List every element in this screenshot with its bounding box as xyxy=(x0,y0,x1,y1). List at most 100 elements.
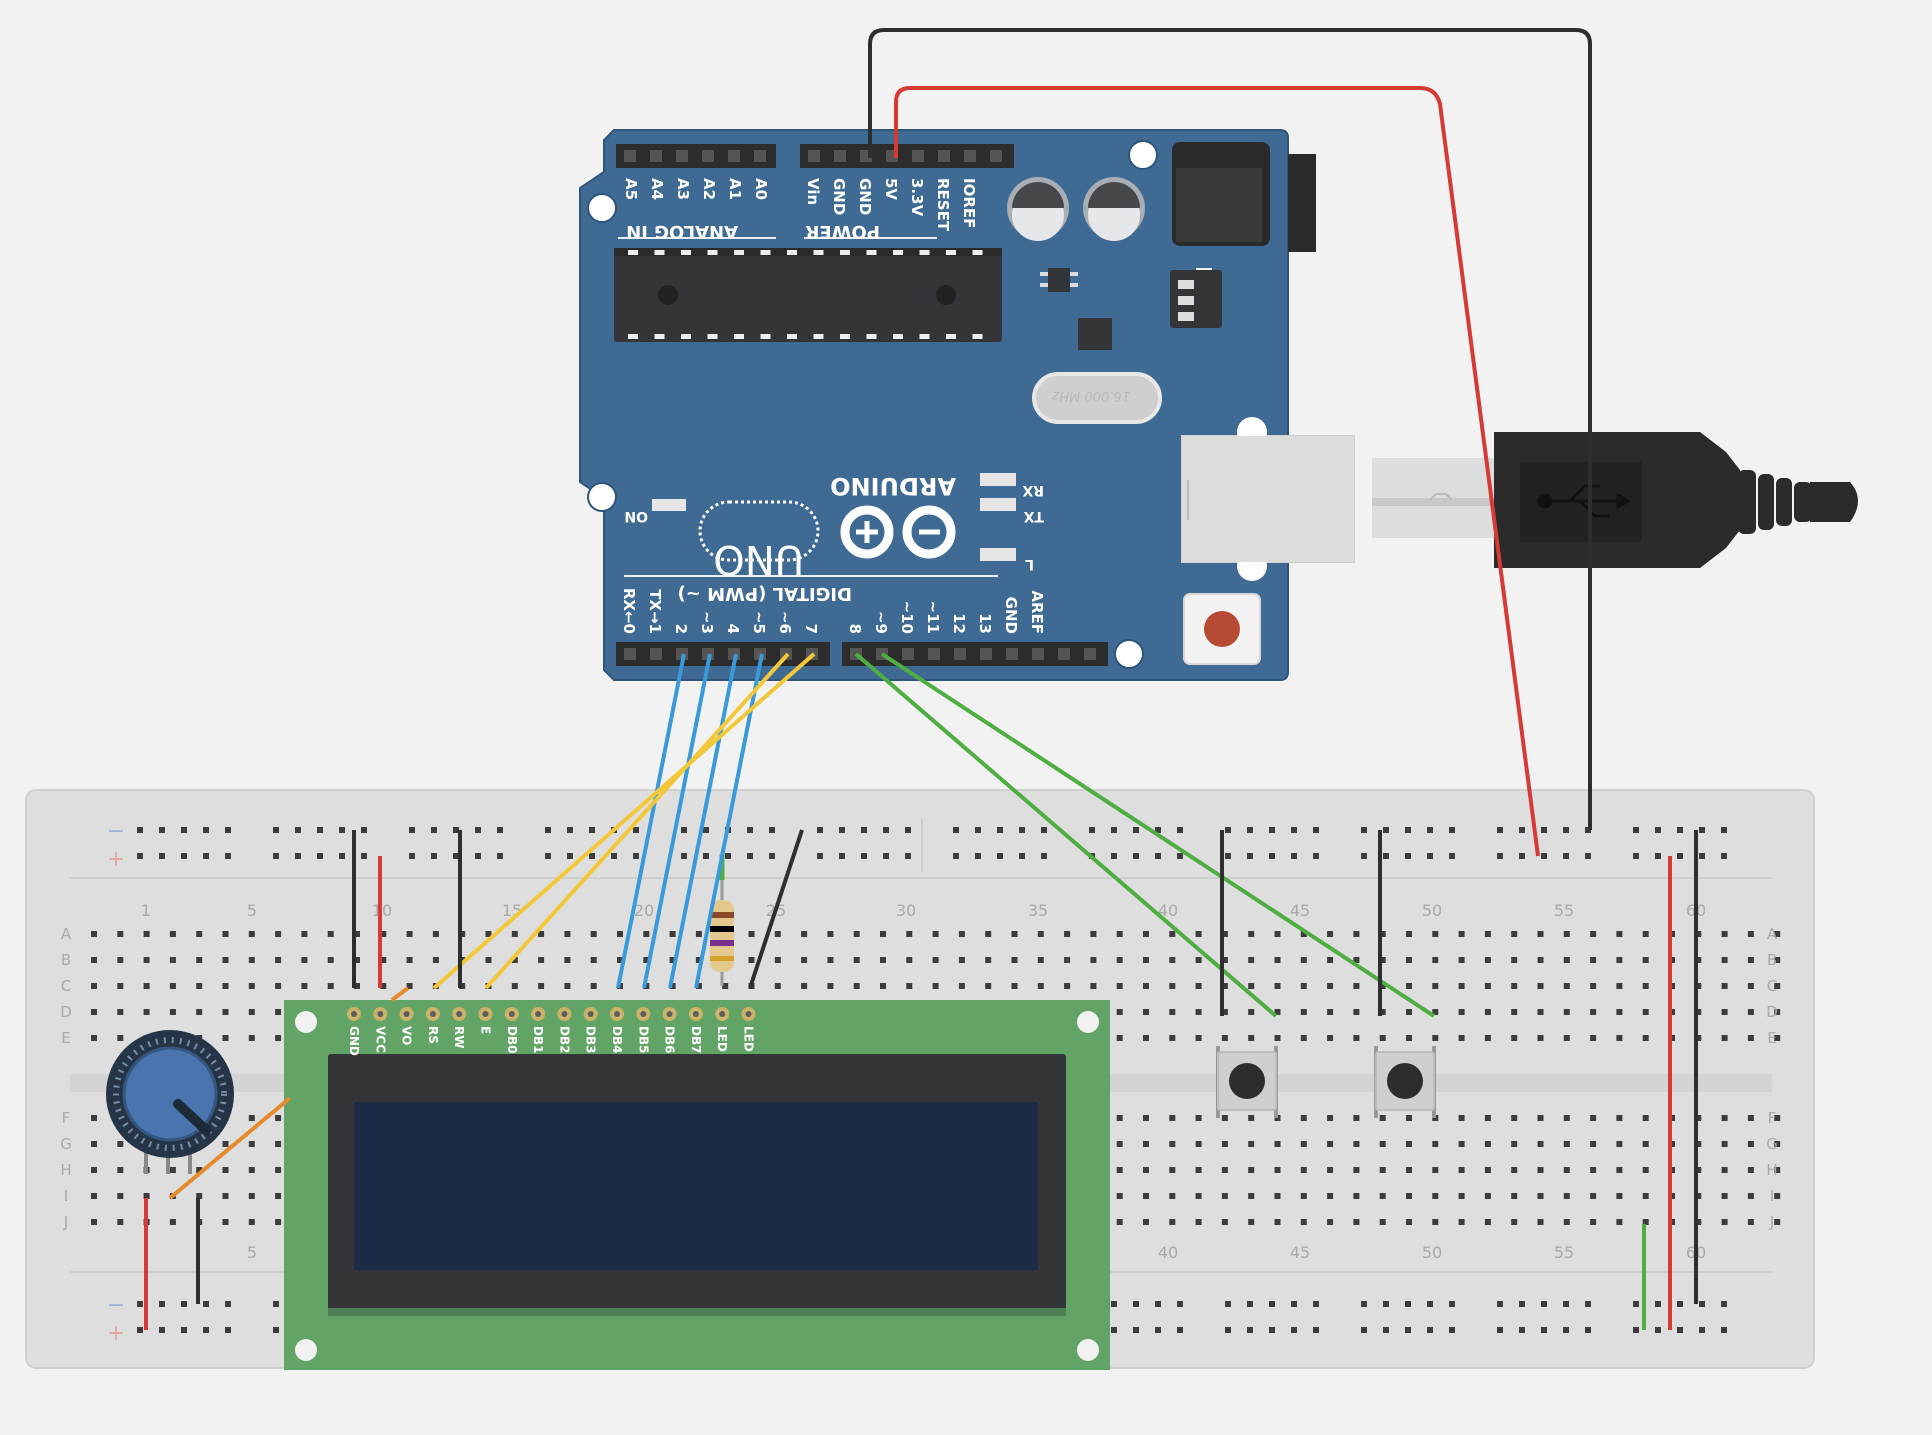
column-label: 50 xyxy=(1422,901,1442,920)
transistor xyxy=(1040,268,1078,292)
arduino-infinity-logo xyxy=(840,505,956,559)
lcd-pin-label: LED xyxy=(742,1026,756,1052)
pushbutton-2[interactable] xyxy=(1374,1046,1436,1118)
rail-plus-label: + xyxy=(107,1321,125,1346)
mounting-hole xyxy=(295,1011,317,1033)
column-label: 45 xyxy=(1290,901,1310,920)
pin-label: A4 xyxy=(648,178,666,200)
wire-5v-to-rail[interactable] xyxy=(894,86,1540,857)
wire-yellow-e[interactable] xyxy=(484,652,790,990)
tx-led-label: TX xyxy=(1023,508,1044,524)
pin-label: Vin xyxy=(804,178,822,205)
row-label: H xyxy=(60,1161,71,1179)
row-label: B xyxy=(1767,951,1777,969)
mounting-hole xyxy=(1077,1011,1099,1033)
brand-label: ARDUINO xyxy=(830,472,956,500)
reset-button[interactable] xyxy=(1183,593,1261,665)
pin-label: ~6 xyxy=(776,611,794,634)
row-label: I xyxy=(64,1187,68,1205)
analog-in-title: ANALOG IN xyxy=(626,221,738,242)
column-label: 5 xyxy=(247,1243,257,1262)
row-label: H xyxy=(1766,1161,1777,1179)
wire-orange-vo[interactable] xyxy=(390,986,410,1002)
pin-label: ~9 xyxy=(872,611,890,634)
crystal-oscillator: 16.000 MHz xyxy=(1032,372,1162,424)
column-label: 30 xyxy=(896,901,916,920)
wire-blue-db6[interactable] xyxy=(668,653,738,989)
row-label: B xyxy=(61,951,71,969)
column-label: 45 xyxy=(1290,1243,1310,1262)
row-label: E xyxy=(61,1029,70,1047)
row-label: E xyxy=(1767,1029,1776,1047)
column-label: 20 xyxy=(634,901,654,920)
tx-led xyxy=(980,498,1016,511)
voltage-regulator xyxy=(1170,268,1222,328)
pin-label: A2 xyxy=(700,178,718,200)
mounting-hole xyxy=(587,193,617,223)
l-led xyxy=(980,548,1016,561)
pin-label: 5V xyxy=(882,178,900,200)
rail-minus-label: − xyxy=(107,1293,125,1318)
pin-label: 2 xyxy=(672,624,690,634)
wire-black[interactable] xyxy=(748,829,804,989)
pin-label: 7 xyxy=(802,624,820,634)
column-label: 35 xyxy=(1028,901,1048,920)
usb-symbol-icon xyxy=(1537,484,1631,518)
arduino-uno-board[interactable]: ANALOG IN POWER DIGITAL (PWM ~) ARDUINO … xyxy=(579,129,1355,681)
lcd-pin-label: VCC xyxy=(373,1026,387,1053)
wire-gnd-to-rail[interactable] xyxy=(868,28,1592,830)
row-label: I xyxy=(1770,1187,1774,1205)
pin-label: 3.3V xyxy=(908,178,926,217)
pin-label: GND xyxy=(830,178,848,215)
wire-green-button-2[interactable] xyxy=(880,652,1436,1018)
digital-header-low xyxy=(616,642,830,666)
pin-label: 13 xyxy=(976,613,994,634)
resistor[interactable] xyxy=(710,852,734,986)
pin-label: 12 xyxy=(950,613,968,634)
potentiometer[interactable] xyxy=(106,1030,234,1174)
on-led-label: ON xyxy=(624,508,648,524)
lcd-pin-label: GND xyxy=(347,1026,361,1056)
pin-label: ~3 xyxy=(698,611,716,634)
lcd-pin-label: RS xyxy=(426,1026,440,1044)
lcd-pin-label: LED xyxy=(715,1026,729,1052)
breadboard-labels: AABBCCDDEEFFGGHHIIJJ15101520253035404550… xyxy=(60,819,1778,1346)
column-label: 50 xyxy=(1422,1243,1442,1262)
mounting-hole xyxy=(587,482,617,512)
pushbutton-1[interactable] xyxy=(1216,1046,1278,1118)
rail-plus-label: + xyxy=(107,847,125,872)
lcd-screen xyxy=(354,1102,1038,1270)
wire-green-button-1[interactable] xyxy=(854,652,1278,1018)
l-led-label: L xyxy=(1025,556,1034,572)
rail-minus-label: − xyxy=(107,819,125,844)
power-header xyxy=(800,144,1014,168)
wire-blue-db5[interactable] xyxy=(642,653,712,989)
uno-logo-outline xyxy=(698,500,820,562)
on-led xyxy=(652,499,686,511)
potentiometer-knob-pointer xyxy=(173,1099,211,1135)
usb-b-socket xyxy=(1181,417,1355,581)
wire-orange-vo[interactable] xyxy=(168,1096,292,1200)
lcd-pin-label: DB2 xyxy=(557,1026,571,1053)
usb-cable[interactable] xyxy=(1372,432,1858,568)
uno-logo-text: UNO xyxy=(713,536,804,582)
mounting-hole xyxy=(295,1339,317,1361)
column-label: 5 xyxy=(247,901,257,920)
row-label: G xyxy=(60,1135,72,1153)
row-label: F xyxy=(62,1109,71,1127)
wire-blue-db4[interactable] xyxy=(616,653,686,989)
row-label: C xyxy=(61,977,71,995)
pin-label: A1 xyxy=(726,178,744,200)
small-ic xyxy=(1078,318,1112,350)
row-label: G xyxy=(1766,1135,1778,1153)
mounting-hole xyxy=(1114,639,1144,669)
rx-led xyxy=(980,473,1016,486)
pin-label: AREF xyxy=(1028,590,1046,634)
wire-yellow-rs[interactable] xyxy=(432,652,816,990)
row-label: A xyxy=(1767,925,1778,943)
column-label: 55 xyxy=(1554,901,1574,920)
pin-label: RESET xyxy=(934,178,952,232)
lcd-pin-label: DB6 xyxy=(663,1026,677,1053)
